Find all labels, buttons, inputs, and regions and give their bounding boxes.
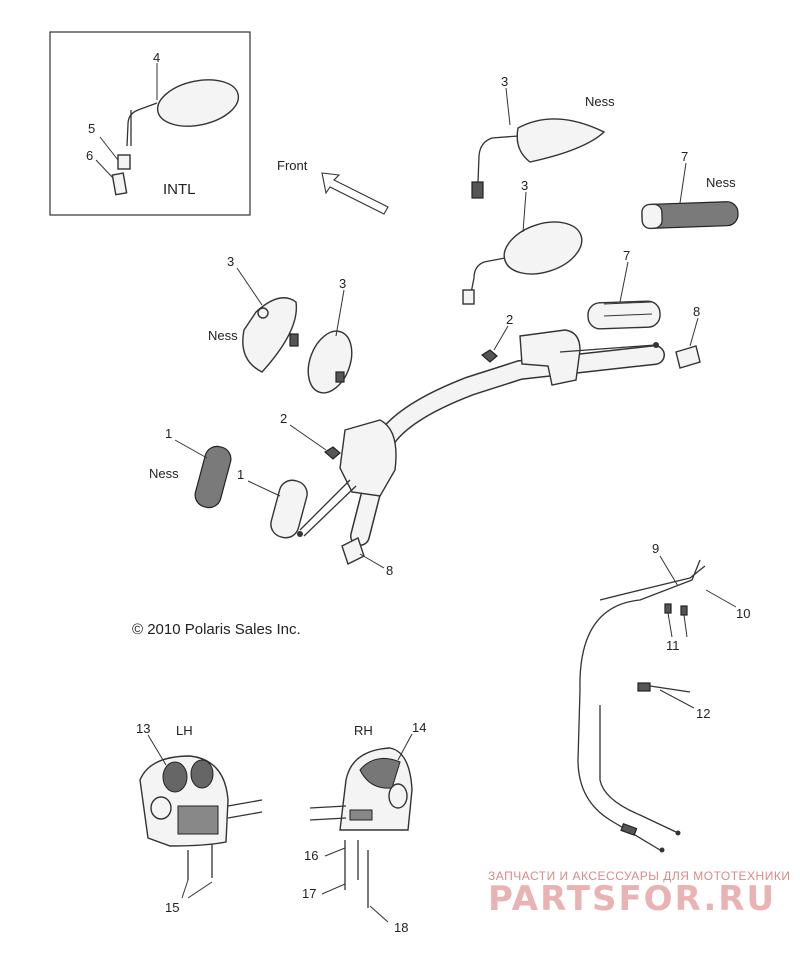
intl-mirror-head: [156, 79, 240, 127]
callout-10: 10: [736, 606, 750, 621]
callout-17: 17: [302, 886, 316, 901]
callout-11: 11: [666, 638, 680, 653]
part-2-left: 2: [280, 411, 341, 460]
callout-16: 16: [304, 848, 318, 863]
callout-5: 5: [88, 121, 95, 136]
label-rh: RH: [354, 723, 373, 738]
front-label: Front: [277, 158, 308, 173]
callout-12: 12: [696, 706, 710, 721]
switch-housing-lh: 13 LH 15: [136, 721, 263, 915]
callout-14: 14: [412, 720, 426, 735]
intl-label: INTL: [163, 181, 196, 198]
ness-label-mirror-right: Ness: [585, 94, 615, 109]
grip-ness-right: 7 Ness: [641, 149, 739, 230]
part-2-right: 2: [480, 312, 513, 363]
left-lever-assembly: [339, 419, 397, 497]
callout-13: 13: [136, 721, 150, 736]
grip-standard-right: 7: [587, 248, 661, 330]
callout-8-left: 8: [386, 563, 393, 578]
callout-1: 1: [237, 467, 244, 482]
watermark: ЗАПЧАСТИ И АКСЕССУАРЫ ДЛЯ МОТОТЕХНИКИ PA…: [488, 869, 790, 919]
mirror-standard-right: 3: [462, 178, 583, 305]
label-lh: LH: [176, 723, 193, 738]
intl-bolt: [111, 172, 128, 196]
callout-3-left-ness: 3: [227, 254, 234, 269]
callout-2-left: 2: [280, 411, 287, 426]
handlebar: [297, 329, 665, 546]
callout-3-upper: 3: [501, 74, 508, 89]
throttle-cables: 9 10 11 12: [577, 541, 750, 853]
callout-15: 15: [165, 900, 179, 915]
ness-label-grip-left: Ness: [149, 466, 179, 481]
callout-7-ness: 7: [681, 149, 688, 164]
bar-end-right: 8: [675, 304, 701, 369]
callout-1-ness: 1: [165, 426, 172, 441]
ness-label-mirror-left: Ness: [208, 328, 238, 343]
intl-adapter: [117, 154, 131, 170]
front-arrow: Front: [277, 158, 389, 215]
callout-9: 9: [652, 541, 659, 556]
ness-label-grip-right: Ness: [706, 175, 736, 190]
mirror-standard-left: 3: [307, 276, 353, 394]
callout-7: 7: [623, 248, 630, 263]
callout-2-right: 2: [506, 312, 513, 327]
watermark-brand: PARTSFOR.RU: [488, 879, 776, 919]
intl-inset: 4 5 6 INTL: [49, 31, 251, 216]
callout-4: 4: [153, 50, 160, 65]
grip-ness-left: 1 Ness: [149, 426, 232, 509]
mirror-ness-right: 3 Ness: [471, 74, 615, 199]
callout-3-left: 3: [339, 276, 346, 291]
watermark-tagline: ЗАПЧАСТИ И АКСЕССУАРЫ ДЛЯ МОТОТЕХНИКИ: [488, 869, 790, 883]
switch-housing-rh: 14 RH 16 17 18: [302, 720, 426, 935]
callout-8-right: 8: [693, 304, 700, 319]
callout-3-middle: 3: [521, 178, 528, 193]
callout-6: 6: [86, 148, 93, 163]
bar-end-left: 8: [341, 537, 393, 578]
right-lever-assembly: [519, 329, 581, 386]
callout-18: 18: [394, 920, 408, 935]
front-arrow-icon: [321, 172, 389, 215]
grip-standard-left: 1: [237, 467, 308, 539]
copyright: © 2010 Polaris Sales Inc.: [132, 621, 301, 638]
mirror-ness-left: 3 Ness: [208, 254, 299, 373]
